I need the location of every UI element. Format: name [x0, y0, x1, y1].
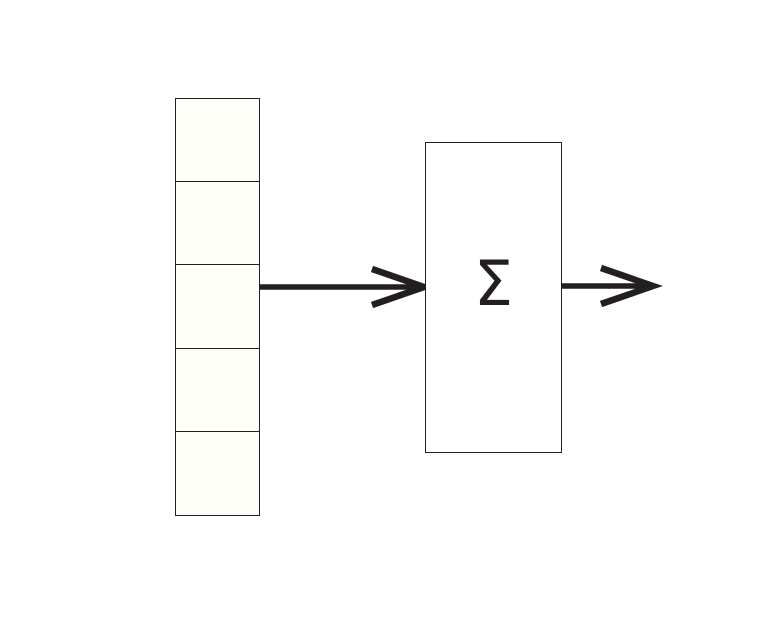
output-arrow [562, 264, 663, 308]
input-arrowhead-icon [370, 265, 434, 309]
sum-box: Σ [425, 142, 562, 453]
sigma-symbol: Σ [473, 246, 514, 320]
input-cell [175, 348, 260, 433]
input-arrow [259, 265, 434, 309]
input-cell [175, 98, 260, 182]
input-vector [175, 98, 260, 516]
output-arrowhead-icon [599, 264, 663, 308]
input-cell [175, 432, 260, 516]
input-cell [175, 181, 260, 266]
input-cell [175, 265, 260, 349]
